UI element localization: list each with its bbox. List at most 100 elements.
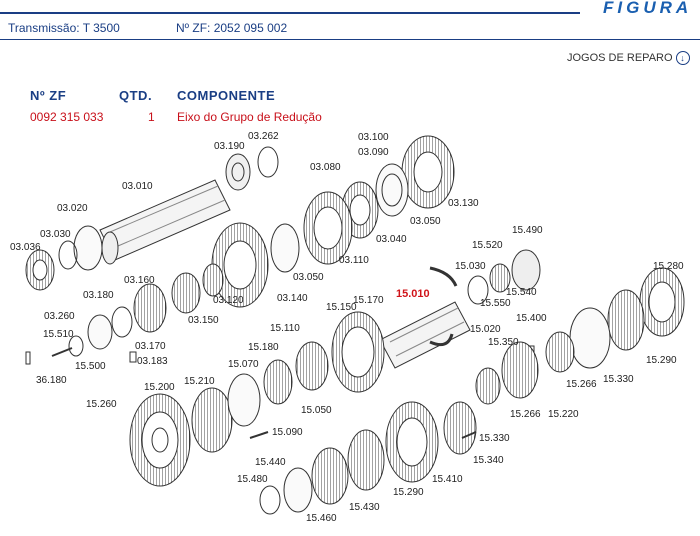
part-labels: 03.262 03.100 03.190 03.090 03.080 03.010 03.1…: [10, 131, 684, 524]
part-label[interactable]: 03.110: [339, 255, 369, 266]
part-label[interactable]: 15.410: [432, 474, 463, 485]
part-label[interactable]: 15.340: [473, 455, 504, 466]
washer-03260: [68, 335, 84, 357]
part-label[interactable]: 15.330: [479, 433, 510, 444]
part-label[interactable]: 03.260: [44, 311, 75, 322]
hub-03150: [171, 272, 201, 314]
pin-03183: [129, 351, 137, 363]
part-label[interactable]: 15.550: [480, 298, 511, 309]
row-qtd: 1: [148, 110, 155, 124]
clip-15030-upper: [429, 266, 458, 287]
part-label[interactable]: 03.020: [57, 203, 88, 214]
part-label[interactable]: 15.520: [472, 240, 503, 251]
gear-15170: [331, 311, 385, 393]
part-label[interactable]: 15.050: [301, 405, 332, 416]
part-label[interactable]: 03.050: [293, 272, 324, 283]
part-label[interactable]: 15.020: [470, 324, 501, 335]
part-label[interactable]: 15.200: [144, 382, 175, 393]
pin-36180: [25, 351, 31, 365]
part-label[interactable]: 15.330: [603, 374, 634, 385]
bearing-03036: [25, 249, 55, 291]
part-label[interactable]: 15.400: [516, 313, 547, 324]
part-label[interactable]: 15.210: [184, 376, 215, 387]
gear-15430: [311, 447, 349, 505]
part-label[interactable]: 03.180: [83, 290, 114, 301]
part-label[interactable]: 15.540: [506, 287, 537, 298]
part-label[interactable]: 15.460: [306, 513, 337, 524]
part-label[interactable]: 03.170: [135, 341, 166, 352]
figura-title: FIGURA: [603, 0, 693, 17]
clip-15020: [429, 333, 454, 347]
part-label[interactable]: 03.036: [10, 242, 41, 253]
part-label[interactable]: 03.262: [248, 131, 279, 142]
part-label[interactable]: 03.150: [188, 315, 219, 326]
highlighted-part-label[interactable]: 15.010: [396, 288, 430, 300]
part-label[interactable]: 03.080: [310, 162, 341, 173]
part-label[interactable]: 15.290: [646, 355, 677, 366]
synchro-15290: [607, 289, 645, 351]
part-label[interactable]: 15.500: [75, 361, 106, 372]
part-label[interactable]: 15.510: [43, 329, 74, 340]
part-label[interactable]: 15.480: [237, 474, 268, 485]
row-componente[interactable]: Eixo do Grupo de Redução: [177, 110, 322, 124]
part-label[interactable]: 03.010: [122, 181, 153, 192]
bearing-03140: [202, 263, 224, 297]
part-label[interactable]: 03.160: [124, 275, 155, 286]
part-label[interactable]: 15.350: [488, 337, 519, 348]
gear-03130: [401, 135, 455, 209]
shaft-15010: [379, 301, 471, 369]
synchro-15330-lower: [443, 401, 477, 455]
gear-15260: [129, 393, 191, 487]
gear-15410: [385, 401, 439, 483]
row-zf[interactable]: 0092 315 033: [30, 110, 104, 124]
bearing-15266-upper: [545, 331, 575, 373]
top-bar: FIGURA Transmissão: T 3500 Nº ZF: 2052 0…: [0, 0, 700, 40]
ring-03050-lower: [270, 223, 300, 273]
part-label[interactable]: 15.490: [512, 225, 543, 236]
ring-03262: [257, 146, 279, 178]
ring-15330: [569, 307, 611, 369]
bearing-15460: [283, 467, 313, 513]
bolt-15090: [249, 431, 269, 439]
part-label[interactable]: 36.180: [36, 375, 67, 386]
col-header-qtd: QTD.: [119, 88, 153, 103]
part-label[interactable]: 15.280: [653, 261, 684, 272]
bolt-15510: [51, 347, 73, 357]
gear-15280: [639, 267, 685, 337]
part-label[interactable]: 15.170: [353, 295, 384, 306]
part-label[interactable]: 03.130: [448, 198, 479, 209]
part-label[interactable]: 03.140: [277, 293, 308, 304]
part-label[interactable]: 15.266: [566, 379, 597, 390]
part-label[interactable]: 15.150: [326, 302, 357, 313]
part-label[interactable]: 03.100: [358, 132, 389, 143]
exploded-parts-diagram: 03.262 03.100 03.190 03.090 03.080 03.010 03.1…: [10, 131, 685, 524]
gear-03160: [133, 283, 167, 333]
part-label[interactable]: 15.090: [272, 427, 303, 438]
washer-15480: [259, 485, 281, 515]
bearing-15266-lower: [475, 367, 501, 405]
part-label[interactable]: 03.090: [358, 147, 389, 158]
ring-03050-upper: [375, 163, 409, 217]
part-label[interactable]: 15.290: [393, 487, 424, 498]
part-label[interactable]: 15.030: [455, 261, 486, 272]
part-label[interactable]: 15.266: [510, 409, 541, 420]
part-label[interactable]: 03.120: [213, 295, 244, 306]
part-label[interactable]: 03.040: [376, 234, 407, 245]
part-label[interactable]: 03.030: [40, 229, 71, 240]
part-label[interactable]: 15.260: [86, 399, 117, 410]
part-label[interactable]: 15.180: [248, 342, 279, 353]
gear-15200: [191, 387, 233, 453]
numero-zf-label: Nº ZF: 2052 095 002: [176, 21, 288, 35]
part-label[interactable]: 15.440: [255, 457, 286, 468]
bearing-03190: [225, 153, 251, 191]
part-label[interactable]: 15.430: [349, 502, 380, 513]
part-label[interactable]: 03.190: [214, 141, 245, 152]
col-header-componente: COMPONENTE: [177, 88, 276, 103]
part-label[interactable]: 15.070: [228, 359, 259, 370]
part-label[interactable]: 15.110: [270, 323, 300, 334]
part-label[interactable]: 03.050: [410, 216, 441, 227]
bolt-15340: [461, 431, 477, 439]
part-label[interactable]: 03.183: [137, 356, 168, 367]
jogos-de-reparo-link[interactable]: JOGOS DE REPARO ↓: [567, 51, 690, 65]
part-label[interactable]: 15.220: [548, 409, 579, 420]
